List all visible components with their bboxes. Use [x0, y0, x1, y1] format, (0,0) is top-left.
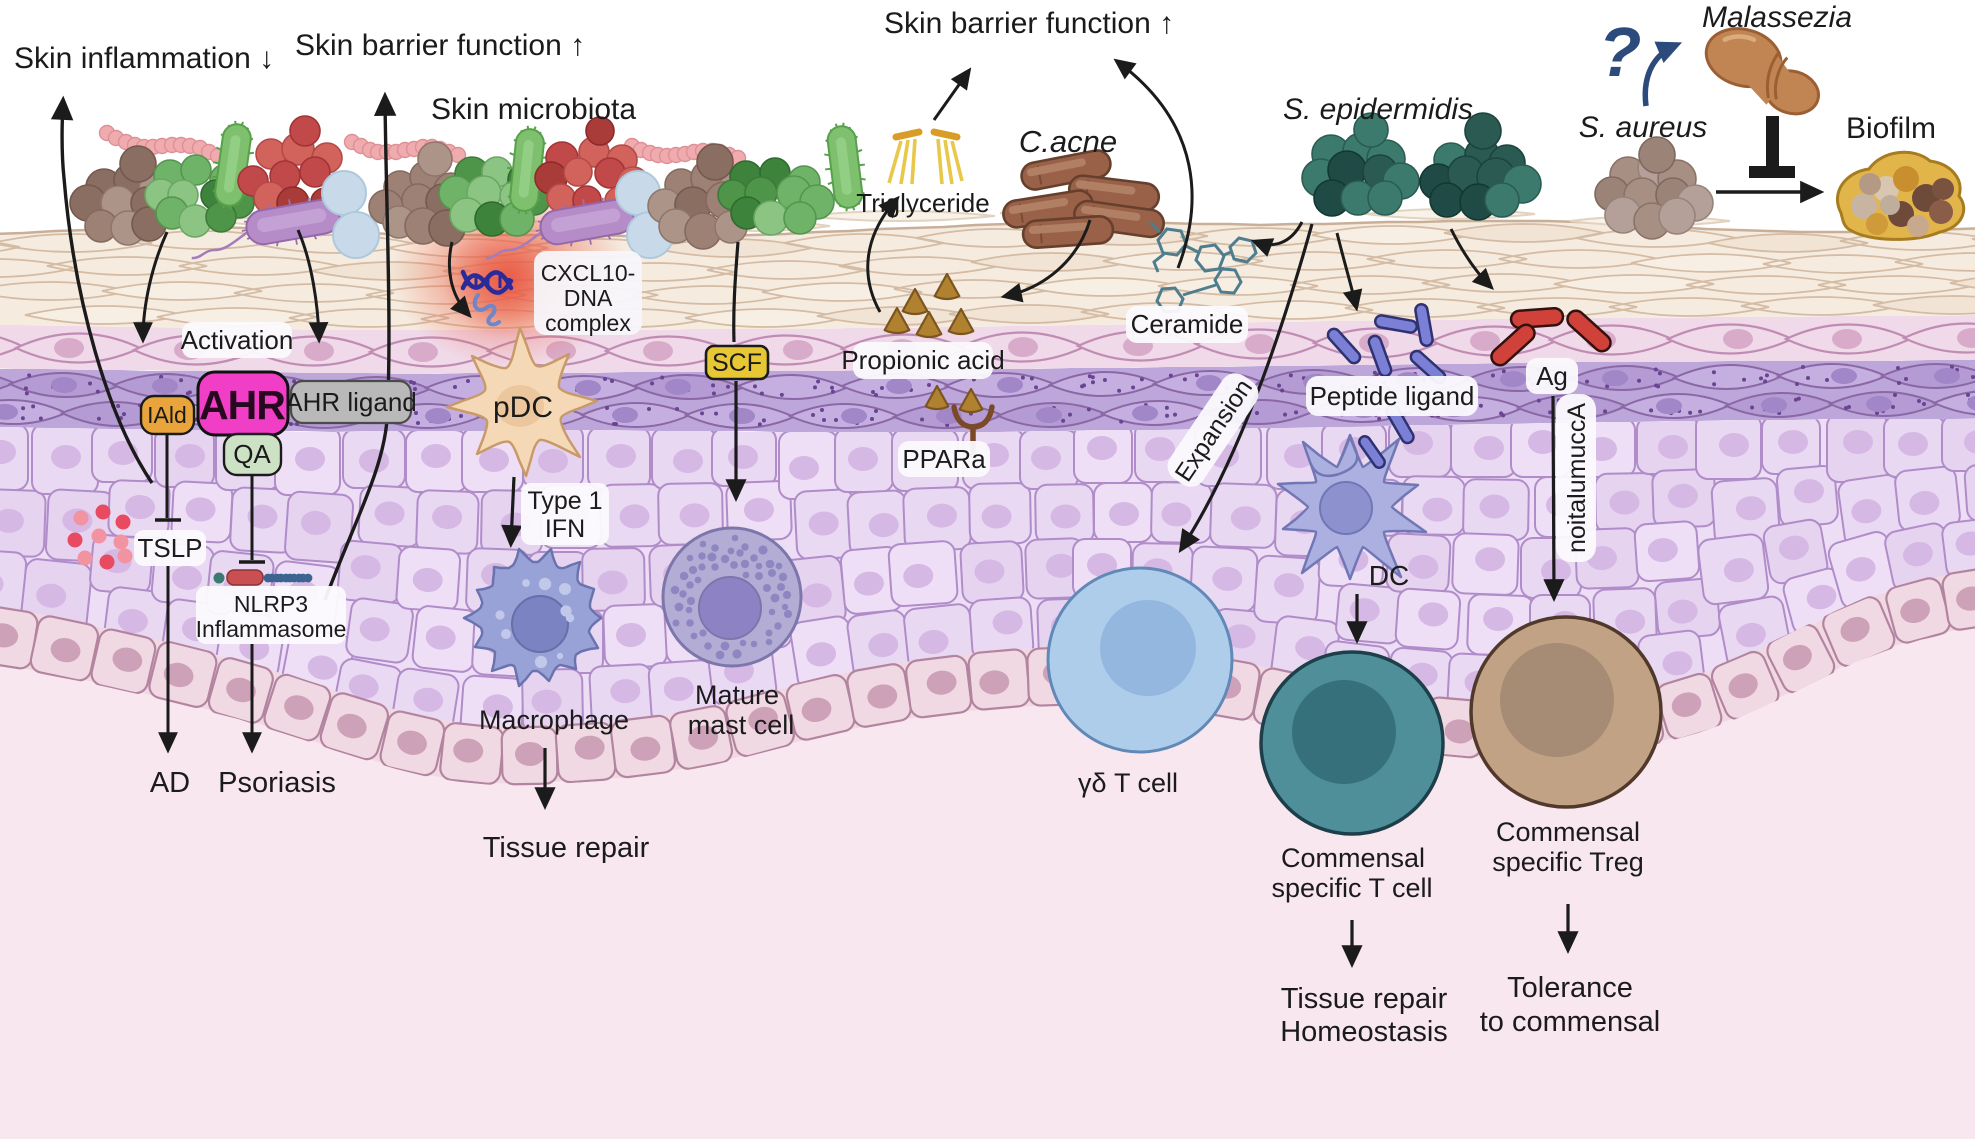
svg-text:pDC: pDC	[493, 391, 553, 424]
svg-text:Ceramide: Ceramide	[1131, 309, 1244, 339]
svg-text:S. aureus: S. aureus	[1579, 111, 1707, 144]
svg-text:Ag: Ag	[1536, 361, 1568, 391]
svg-text:PPARa: PPARa	[902, 444, 986, 474]
svg-text:IFN: IFN	[545, 515, 585, 543]
svg-text:Tolerance: Tolerance	[1507, 972, 1633, 1004]
svg-text:Peptide ligand: Peptide ligand	[1310, 381, 1475, 411]
svg-text:S. epidermidis: S. epidermidis	[1283, 93, 1473, 126]
svg-text:IAld: IAld	[147, 402, 187, 428]
svg-text:Tissue repair: Tissue repair	[483, 832, 650, 864]
svg-text:CXCL10-: CXCL10-	[541, 260, 636, 286]
svg-text:Macrophage: Macrophage	[479, 705, 629, 735]
svg-text:DNA: DNA	[564, 285, 613, 311]
svg-text:Biofilm: Biofilm	[1846, 112, 1936, 145]
svg-text:γδ T cell: γδ T cell	[1078, 768, 1178, 798]
svg-text:?: ?	[1599, 13, 1642, 91]
svg-text:Malassezia: Malassezia	[1702, 1, 1852, 34]
svg-text:Inflammasome: Inflammasome	[196, 616, 347, 642]
svg-text:AD: AD	[150, 767, 190, 799]
svg-text:complex: complex	[545, 310, 631, 336]
svg-text:specific Treg: specific Treg	[1492, 847, 1644, 877]
svg-text:noitalumuccA: noitalumuccA	[1563, 403, 1591, 553]
svg-text:Type 1: Type 1	[527, 487, 602, 515]
svg-text:mast cell: mast cell	[688, 710, 795, 740]
svg-text:C.acne: C.acne	[1019, 124, 1117, 159]
svg-text:Homeostasis: Homeostasis	[1280, 1016, 1448, 1048]
svg-text:SCF: SCF	[712, 349, 762, 377]
svg-text:Skin inflammation ↓: Skin inflammation ↓	[14, 42, 274, 75]
svg-text:TSLP: TSLP	[137, 533, 202, 563]
svg-text:specific T cell: specific T cell	[1271, 873, 1432, 903]
svg-text:Activation: Activation	[181, 325, 294, 355]
svg-text:DC: DC	[1369, 560, 1409, 591]
svg-text:Skin barrier function ↑: Skin barrier function ↑	[295, 29, 585, 62]
svg-text:Triglyceride: Triglyceride	[856, 188, 989, 218]
svg-text:AHR ligand: AHR ligand	[285, 387, 417, 417]
svg-text:Propionic acid: Propionic acid	[841, 345, 1004, 375]
svg-text:Skin barrier function ↑: Skin barrier function ↑	[884, 7, 1174, 40]
svg-text:Commensal: Commensal	[1281, 843, 1425, 873]
svg-text:Skin microbiota: Skin microbiota	[431, 93, 636, 126]
svg-text:Psoriasis: Psoriasis	[218, 767, 336, 799]
svg-text:Commensal: Commensal	[1496, 817, 1640, 847]
svg-text:AHR: AHR	[199, 382, 285, 428]
svg-text:to commensal: to commensal	[1480, 1006, 1661, 1038]
svg-text:QA: QA	[233, 439, 271, 469]
svg-text:NLRP3: NLRP3	[234, 591, 308, 617]
svg-text:Mature: Mature	[695, 680, 779, 710]
svg-text:Tissue repair: Tissue repair	[1281, 983, 1448, 1015]
